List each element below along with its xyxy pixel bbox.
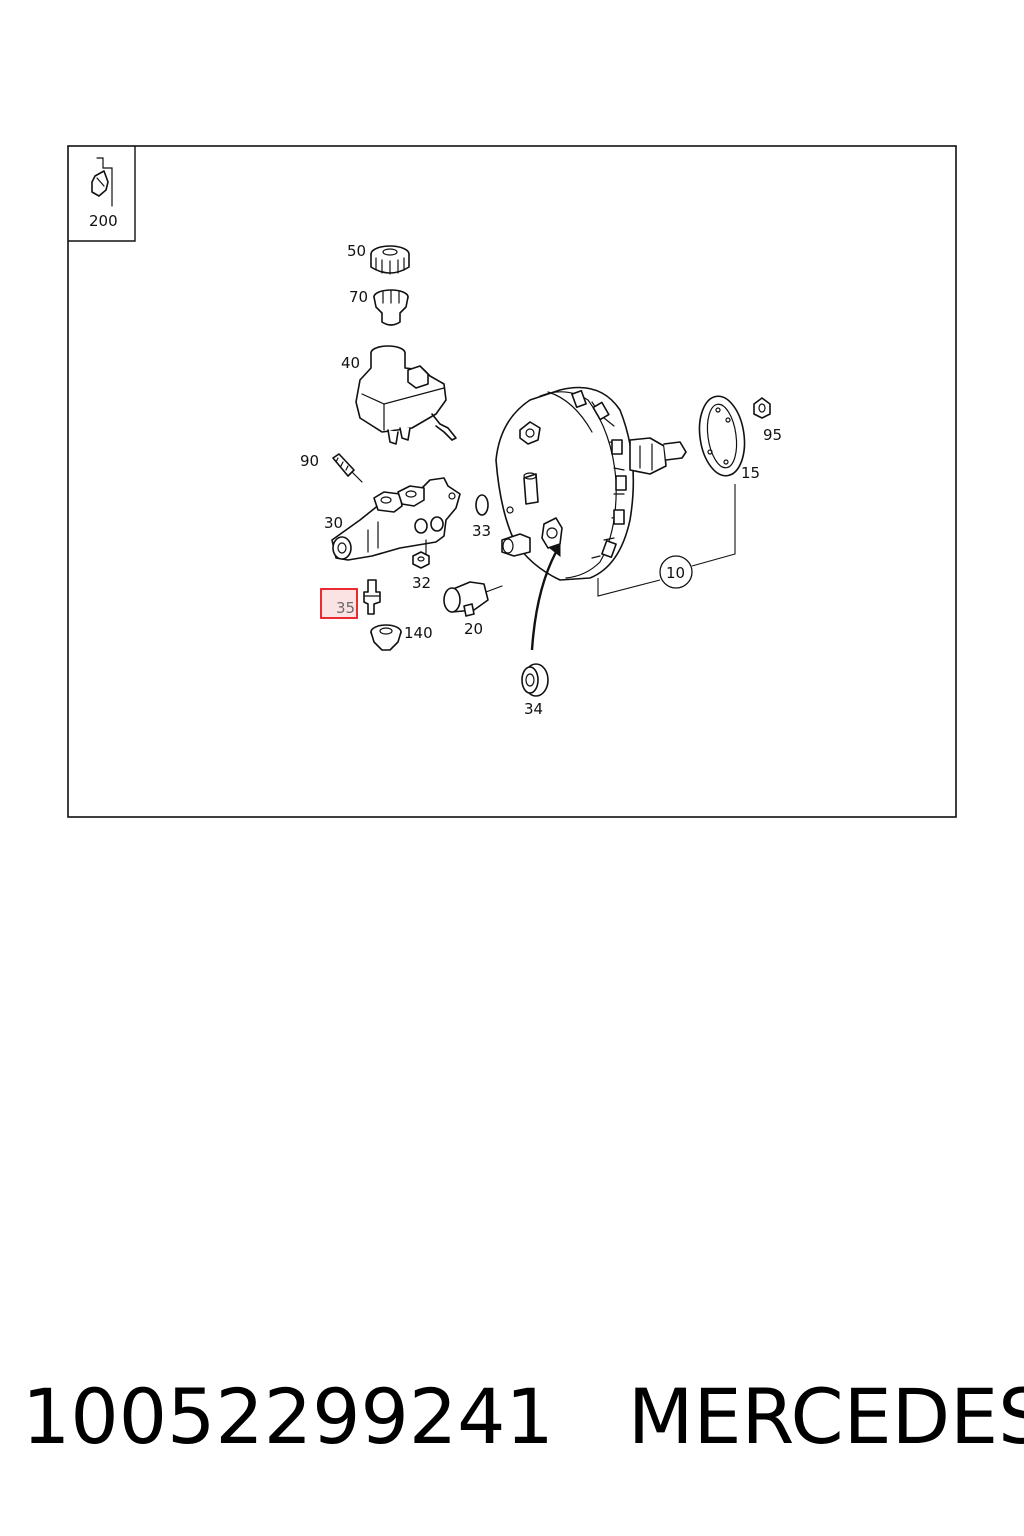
part-140-grommet — [370, 624, 402, 651]
callout-32: 32 — [412, 574, 431, 592]
part-number: 10052299241 — [22, 1372, 554, 1461]
callout-140: 140 — [404, 624, 433, 642]
part-20-sensor — [443, 581, 503, 617]
callout-10-bubble — [597, 484, 736, 597]
callout-20: 20 — [464, 620, 483, 638]
callout-70: 70 — [349, 288, 368, 306]
part-34-seal — [521, 663, 549, 697]
part-32-nut — [412, 551, 430, 569]
callout-35-highlight — [320, 588, 358, 619]
part-33-oring — [475, 494, 489, 516]
insertion-arrow — [530, 543, 561, 651]
diagram-border — [67, 145, 957, 818]
callout-10-label: 10 — [666, 564, 685, 582]
callout-95: 95 — [763, 426, 782, 444]
part-40-reservoir — [355, 345, 457, 445]
part-10-brake-booster — [495, 386, 687, 581]
part-70-strainer — [373, 289, 409, 326]
bracket-icon — [91, 157, 113, 207]
part-15-gasket — [698, 395, 746, 477]
part-50-cap — [370, 245, 410, 275]
callout-200: 200 — [89, 212, 118, 230]
callout-50: 50 — [347, 242, 366, 260]
brand-name: MERCEDES — [627, 1372, 1024, 1461]
footer-caption: 10052299241 MERCEDES — [22, 1372, 1024, 1462]
callout-34: 34 — [524, 700, 543, 718]
callout-35: 35 — [336, 599, 355, 617]
part-30-master-cylinder — [331, 477, 461, 561]
callout-30: 30 — [324, 514, 343, 532]
callout-90: 90 — [300, 452, 319, 470]
part-35-valve — [363, 579, 381, 615]
callout-33: 33 — [472, 522, 491, 540]
callout-40: 40 — [341, 354, 360, 372]
index-box: 200 — [68, 146, 136, 242]
part-90-sensor — [332, 453, 363, 483]
callout-15: 15 — [741, 464, 760, 482]
part-95-nut — [753, 397, 771, 419]
